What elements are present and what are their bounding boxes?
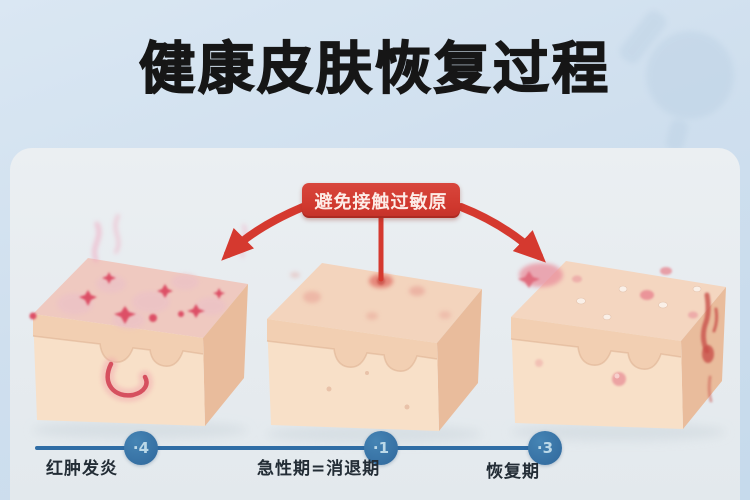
stage-label-acute: 急性期=消退期 xyxy=(257,459,381,479)
skin-cube-inflamed-icon xyxy=(29,258,248,426)
stage-marker-4-number: ·4 xyxy=(132,439,150,457)
stage-marker-3-number: ·3 xyxy=(536,439,554,457)
stage-label-recovery: 恢复期 xyxy=(486,462,540,482)
arrow-to-left-cube xyxy=(221,203,307,261)
allergen-banner: 避免接触过敏原 xyxy=(302,183,460,218)
skin-cube-recovering-icon xyxy=(510,261,726,429)
red-arrow-icons xyxy=(221,203,546,282)
skin-cube-acute-icon xyxy=(266,263,482,431)
stage-marker-1: ·1 xyxy=(364,431,398,465)
arrow-to-right-cube xyxy=(457,203,546,263)
allergen-banner-label: 避免接触过敏原 xyxy=(314,191,448,213)
page-title: 健康皮肤恢复过程 xyxy=(138,36,611,103)
stage-label-inflamed: 红肿发炎 xyxy=(46,459,118,479)
timeline-line xyxy=(35,446,545,450)
stage-marker-3: ·3 xyxy=(528,431,562,465)
inflammation-wisps xyxy=(92,214,248,263)
stage-marker-4: ·4 xyxy=(124,431,158,465)
stage-marker-1-number: ·1 xyxy=(372,439,390,457)
